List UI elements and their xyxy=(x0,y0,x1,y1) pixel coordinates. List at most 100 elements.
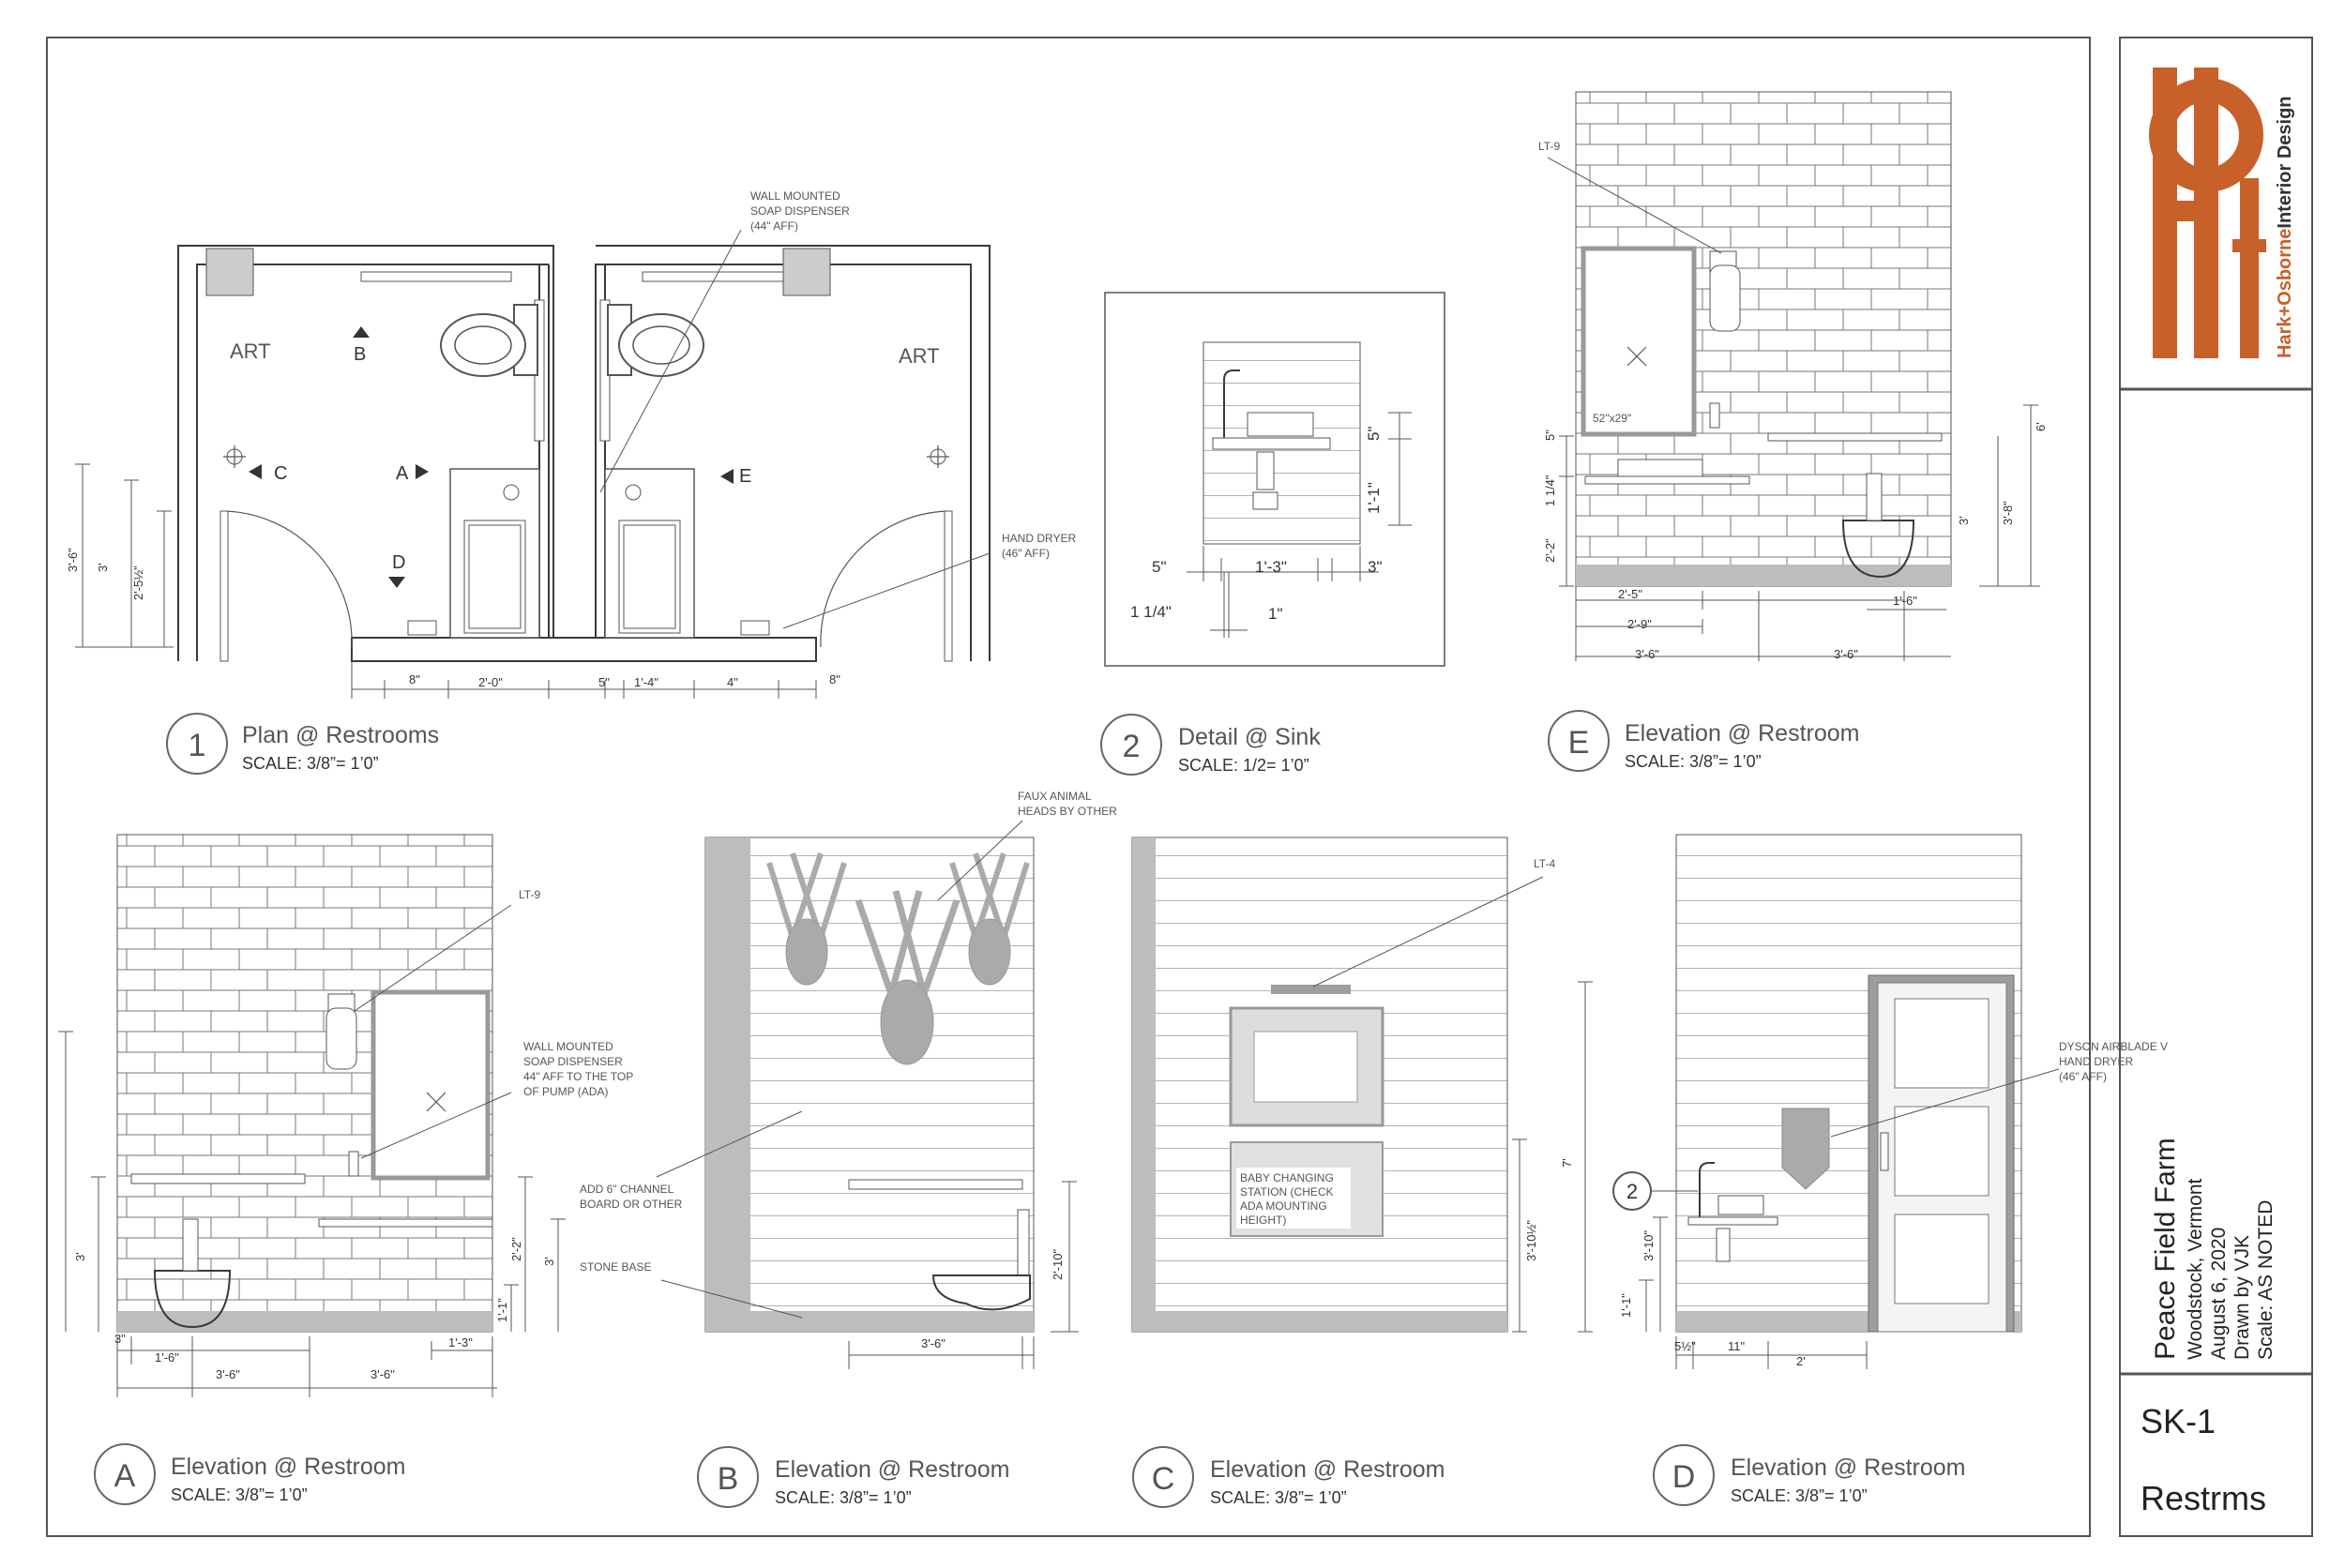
drawing-number: A xyxy=(114,1458,136,1494)
drawing-title: Elevation @ Restroom xyxy=(171,1454,405,1480)
drawing-scale: SCALE: 3/8”= 1’0” xyxy=(171,1485,308,1504)
dim-text: 5" xyxy=(1152,558,1167,576)
lighting-tag: LT-4 xyxy=(1534,857,1555,870)
drawing-title-2: 2 Detail @ Sink SCALE: 1/2= 1’0” xyxy=(1100,714,1321,776)
drawing-border xyxy=(46,37,2091,1537)
elevation-mark-e: E xyxy=(739,466,751,487)
drawing-title: Elevation @ Restroom xyxy=(1625,720,1859,746)
project-name: Peace Field Farm xyxy=(2150,1138,2181,1360)
drawing-scale: SCALE: 3/8”= 1’0” xyxy=(775,1488,912,1507)
drawing-title-a: A Elevation @ Restroom SCALE: 3/8”= 1’0” xyxy=(94,1443,405,1505)
drawing-title: Elevation @ Restroom xyxy=(775,1456,1009,1483)
drawing-number: 2 xyxy=(1123,729,1141,764)
dim-text: 1'-1" xyxy=(495,1298,509,1322)
toilet-icon xyxy=(1841,473,1915,579)
dim-text: 3" xyxy=(1368,558,1383,576)
project-location: Woodstock, Vermont xyxy=(2185,1178,2206,1360)
dim-text: 3'-6" xyxy=(66,548,80,572)
brand-logo: Hark+OsborneInterior Design xyxy=(2149,68,2295,358)
dim-text: 1'-4" xyxy=(634,675,658,689)
dim-text: 1'-3" xyxy=(1255,558,1287,576)
toilet-icon xyxy=(607,304,704,377)
detail-sink: 5" 1'-3" 3" 1 1/4" 1" 5" 1'-1" xyxy=(1104,292,1445,667)
drawing-title-d: D Elevation @ Restroom SCALE: 3/8”= 1’0” xyxy=(1653,1444,1965,1506)
toilet-icon xyxy=(440,304,538,377)
sheet-number: SK-1 xyxy=(2141,1402,2216,1440)
dim-text: 3'-6" xyxy=(1635,647,1659,661)
elevation-mark-d: D xyxy=(392,552,405,573)
dim-text: 3'-6" xyxy=(921,1336,946,1350)
drawing-title: Detail @ Sink xyxy=(1178,724,1321,750)
note-hand-dryer: HAND DRYER(46" AFF) xyxy=(1002,532,1076,560)
svg-text:Hark+OsborneInterior Design: Hark+OsborneInterior Design xyxy=(2275,96,2295,358)
dim-text: 3' xyxy=(542,1257,556,1266)
detail-callout-number: 2 xyxy=(1626,1180,1638,1203)
project-date: August 6, 2020 xyxy=(2208,1228,2230,1360)
art-label: ART xyxy=(899,344,940,368)
drawing-number: B xyxy=(718,1461,739,1497)
dim-text: 3'-6" xyxy=(216,1367,240,1381)
dim-text: 2'-9" xyxy=(1627,617,1652,631)
logo-name: Hark+Osborne xyxy=(2275,229,2295,358)
elevation-mark-b: B xyxy=(354,344,366,365)
drawing-scale: SCALE: 3/8”= 1’0” xyxy=(1625,752,1762,771)
elevation-e: LT-9 52"x29" 2'-5" 2'-9" 3'-6" 3'-6" 1'-… xyxy=(1538,91,2048,661)
deer-head-icon xyxy=(766,852,1030,1065)
note-stone-base: STONE BASE xyxy=(580,1260,651,1274)
sheet-name: Restrms xyxy=(2141,1479,2266,1517)
toilet-icon xyxy=(153,1218,232,1329)
drawing-number: C xyxy=(1152,1461,1175,1497)
dim-text: 1'-1" xyxy=(1365,482,1383,514)
dim-text: 3'-10½" xyxy=(1524,1220,1538,1261)
dim-text: 2'-2" xyxy=(509,1237,523,1261)
dim-text: 1'-3" xyxy=(448,1335,473,1349)
dim-text: 1'-1" xyxy=(1619,1293,1633,1318)
column xyxy=(205,248,254,296)
lighting-tag: LT-9 xyxy=(1538,140,1560,153)
dim-text: 2'-2" xyxy=(1543,538,1557,563)
dim-text: 3'-10" xyxy=(1642,1229,1656,1261)
drawing-title-c: C Elevation @ Restroom SCALE: 3/8”= 1’0” xyxy=(1132,1446,1445,1508)
dim-text: 5½" xyxy=(1674,1339,1696,1353)
title-block-border xyxy=(2119,37,2313,1537)
drawing-title: Elevation @ Restroom xyxy=(1210,1456,1445,1483)
column xyxy=(782,248,831,296)
dim-text: 2' xyxy=(1796,1354,1806,1368)
drawing-scale: SCALE: 1/2= 1’0” xyxy=(1178,756,1309,775)
dim-text: 1'-6" xyxy=(155,1350,179,1364)
drawing-scale: SCALE: 3/8”= 1’0” xyxy=(242,754,379,773)
art-label: ART xyxy=(230,339,271,363)
hand-dryer-icon xyxy=(1781,1108,1830,1190)
toilet-icon xyxy=(931,1209,1031,1311)
mirror-size: 52"x29" xyxy=(1593,412,1631,425)
dim-text: 1'-6" xyxy=(1893,594,1917,608)
drawing-title: Elevation @ Restroom xyxy=(1731,1455,1965,1481)
dim-text: 2'-5" xyxy=(1618,587,1642,601)
dim-text: 1" xyxy=(1268,605,1283,623)
dim-text: 5" xyxy=(1365,427,1383,442)
drawing-title-b: B Elevation @ Restroom SCALE: 3/8”= 1’0” xyxy=(697,1446,1009,1508)
drawn-by: Drawn by VJK xyxy=(2232,1235,2253,1360)
elevation-mark-c: C xyxy=(274,463,287,484)
dim-text: 1 1/4" xyxy=(1130,603,1172,621)
dim-text: 3" xyxy=(114,1332,126,1346)
drawing-scale: SCALE: 3/8”= 1’0” xyxy=(1731,1486,1868,1505)
dim-text: 3' xyxy=(96,563,110,572)
drawing-title: Plan @ Restrooms xyxy=(242,722,439,748)
drawing-title-e: E Elevation @ Restroom SCALE: 3/8”= 1’0” xyxy=(1548,710,1859,772)
dim-text: 4" xyxy=(727,675,738,689)
dim-text: 3' xyxy=(1957,516,1971,525)
drawing-number: D xyxy=(1672,1459,1696,1495)
drawing-title-1: 1 Plan @ Restrooms SCALE: 3/8”= 1’0” xyxy=(166,713,439,775)
dim-text: 5" xyxy=(598,675,610,689)
dim-text: 1 1/4" xyxy=(1543,475,1557,506)
